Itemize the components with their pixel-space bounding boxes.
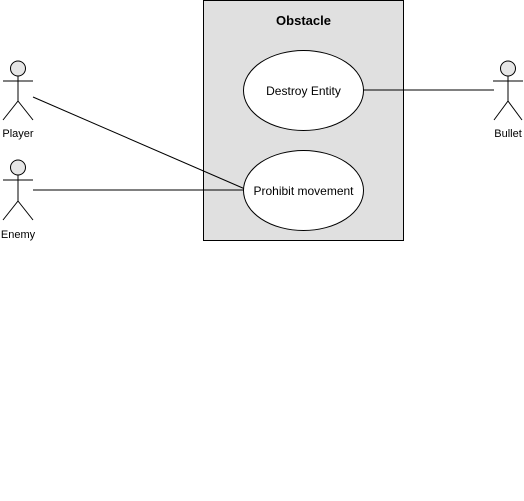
use-case-destroy-entity[interactable]: Destroy Entity — [243, 50, 364, 131]
associations — [32, 89, 494, 191]
actor-figure-icon[interactable] — [493, 60, 523, 121]
actor-label: Enemy — [1, 229, 36, 241]
use-case-ellipse[interactable] — [243, 150, 364, 231]
actor-player[interactable]: Player — [2, 60, 34, 140]
actor-enemy[interactable]: Enemy — [1, 159, 36, 241]
system-title: Obstacle — [276, 13, 331, 28]
use-case-label: Destroy Entity — [266, 84, 341, 98]
actor-label: Bullet — [494, 128, 522, 140]
association-player-prohibit[interactable] — [32, 96, 246, 190]
actor-label: Player — [2, 128, 34, 140]
actor-figure-icon[interactable] — [2, 60, 34, 121]
actor-figure-icon[interactable] — [2, 159, 34, 221]
use-case-label: Prohibit movement — [253, 184, 354, 198]
use-case-prohibit-movement[interactable]: Prohibit movement — [243, 150, 364, 231]
use-case-ellipse[interactable] — [243, 50, 364, 131]
actor-bullet[interactable]: Bullet — [493, 60, 523, 140]
